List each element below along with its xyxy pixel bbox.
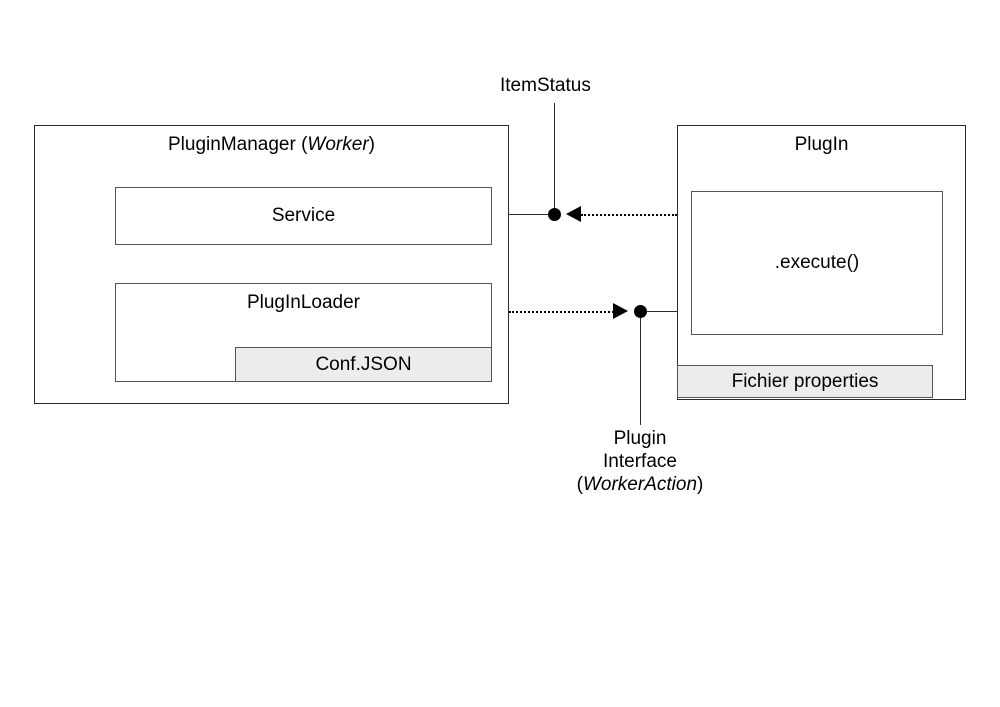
plugin-manager-title: PluginManager (Worker) <box>35 134 508 156</box>
fichier-properties-label: Fichier properties <box>731 370 879 392</box>
plugin-interface-label-line3-emphasis: WorkerAction <box>582 474 698 495</box>
service-label: Service <box>271 205 336 226</box>
execute-box[interactable]: .execute() <box>691 191 943 335</box>
plugin-interface-label: Plugin Interface (WorkerAction) <box>540 427 740 496</box>
conf-json-box[interactable]: Conf.JSON <box>235 347 492 382</box>
item-status-leader-line <box>554 103 555 214</box>
plugin-interface-label-line3: (WorkerAction) <box>540 473 740 496</box>
item-status-arrowhead-icon <box>566 206 581 222</box>
plugin-interface-label-line3-prefix: ( <box>576 474 583 495</box>
item-status-ball <box>548 208 561 221</box>
plugin-interface-label-line2: Interface <box>603 451 677 472</box>
plugin-manager-title-emphasis: Worker <box>307 134 369 155</box>
plugin-interface-label-line3-suffix: ) <box>697 474 704 495</box>
plugin-manager-title-prefix: PluginManager ( <box>168 134 308 155</box>
plugin-title: PlugIn <box>794 134 849 155</box>
plugin-interface-label-line1: Plugin <box>613 428 667 449</box>
plugin-manager-title-suffix: ) <box>368 134 375 155</box>
service-box[interactable]: Service <box>115 187 492 245</box>
plugin-interface-ball <box>634 305 647 318</box>
item-status-label: ItemStatus <box>500 75 591 96</box>
plugin-interface-leader-line <box>640 318 641 425</box>
item-status-dotted-line <box>581 214 677 216</box>
plugin-loader-label: PlugInLoader <box>246 292 361 313</box>
plugin-interface-dotted-line <box>509 311 614 313</box>
conf-json-label: Conf.JSON <box>315 353 412 375</box>
execute-label: .execute() <box>774 252 860 273</box>
fichier-properties-box[interactable]: Fichier properties <box>677 365 933 398</box>
plugin-interface-stub-line <box>646 311 677 312</box>
item-status-stub-line <box>509 214 555 215</box>
plugin-interface-arrowhead-icon <box>613 303 628 319</box>
